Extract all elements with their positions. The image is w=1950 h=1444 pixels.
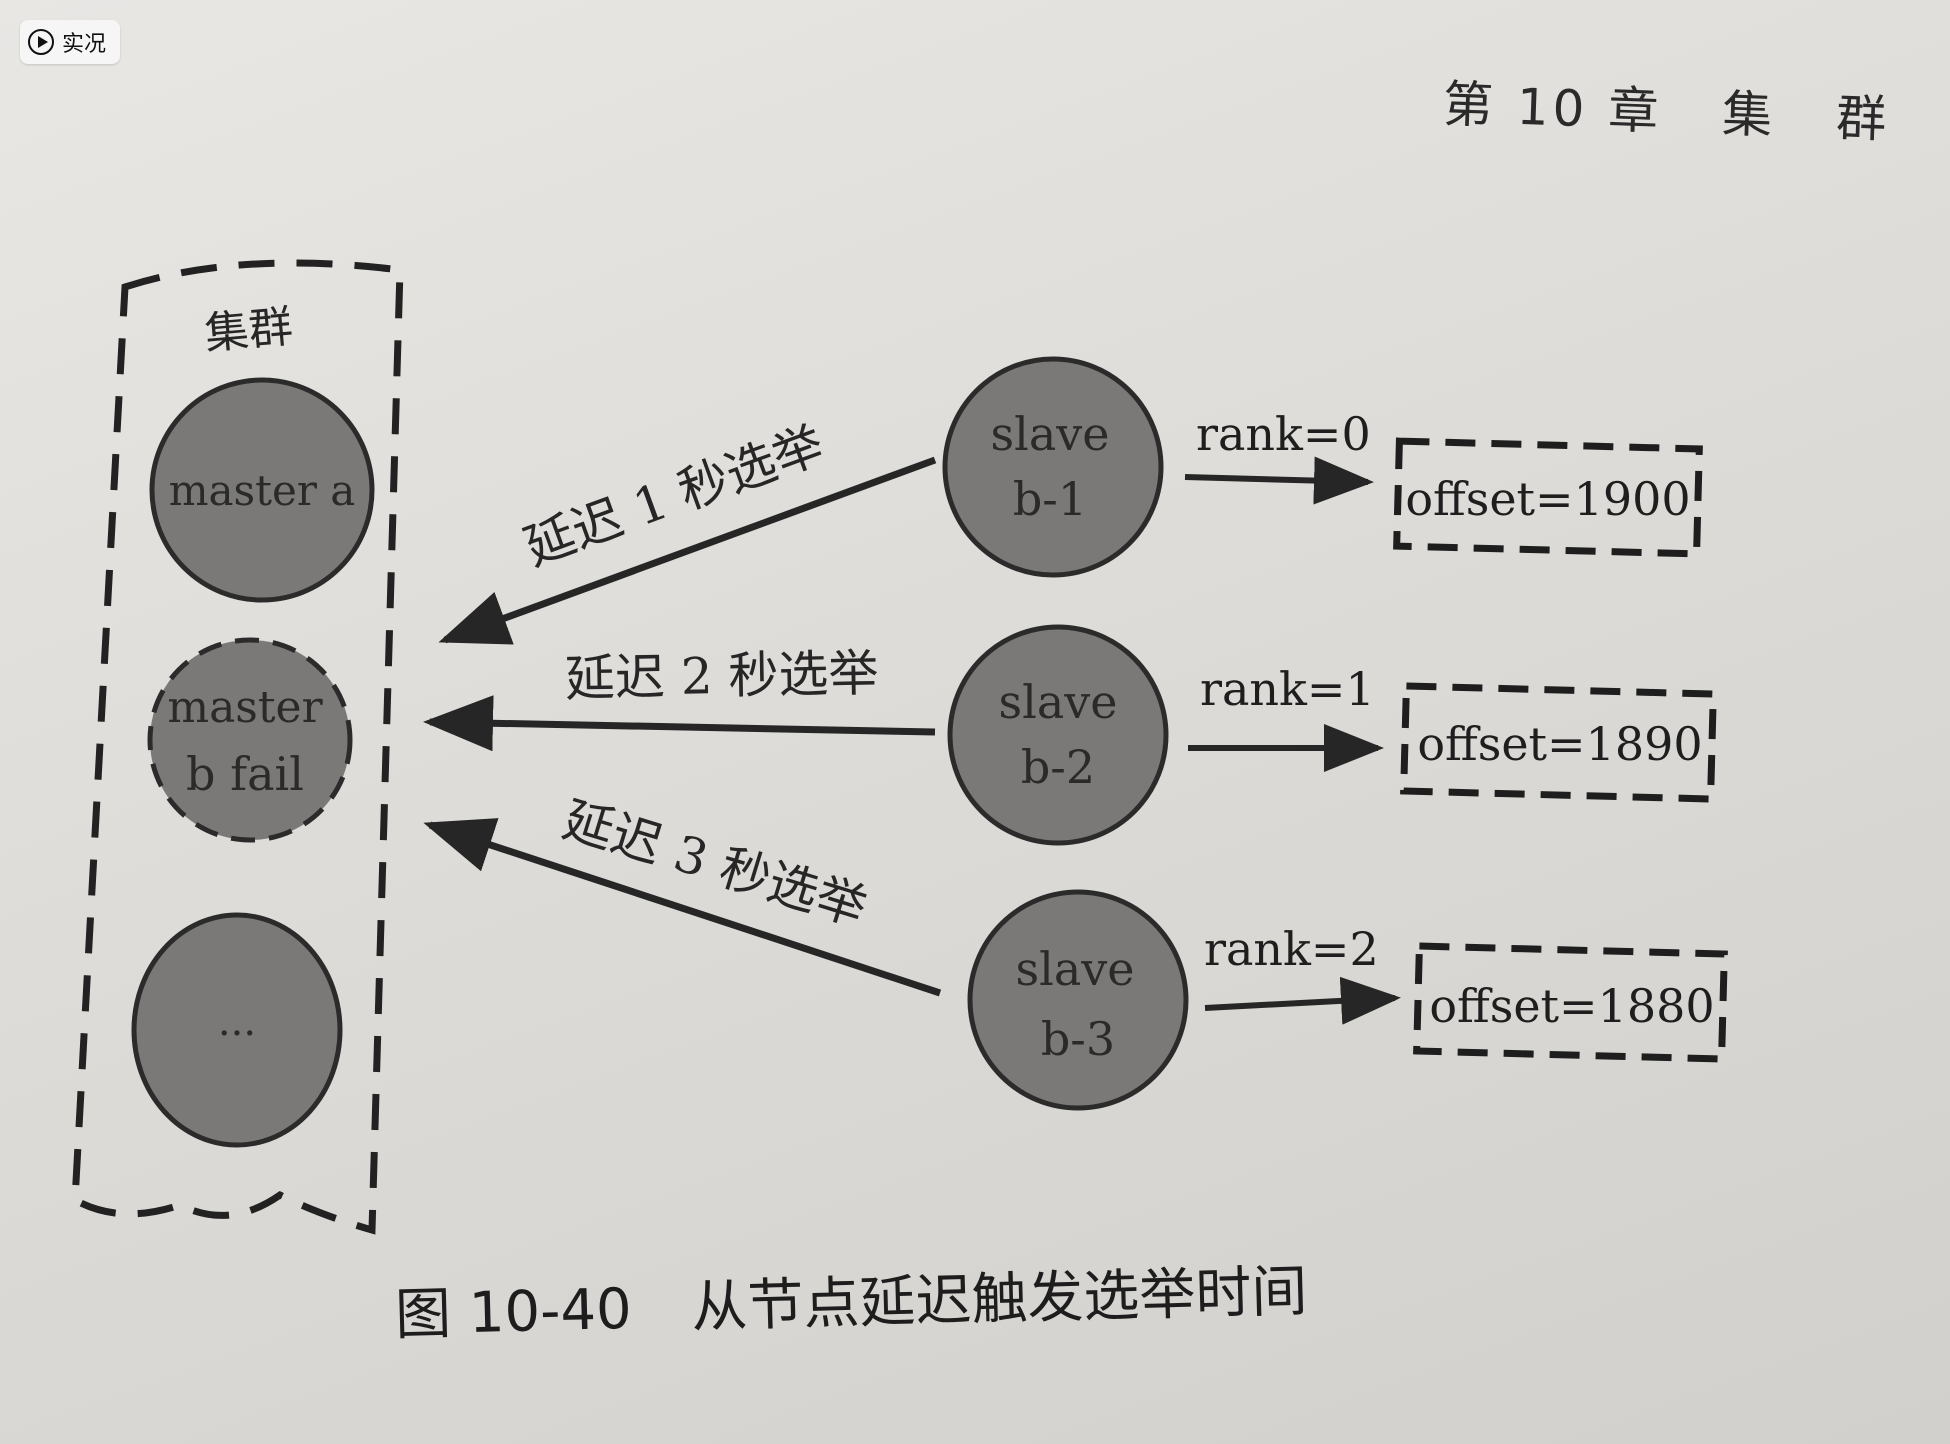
cluster-boundary: [71, 259, 404, 1235]
other-master-node: [131, 912, 343, 1148]
live-photo-label: 实况: [62, 32, 107, 57]
slave-b3-node: [967, 889, 1189, 1111]
slave-b1-rank: rank=0: [1196, 407, 1371, 461]
figure-title: 从节点延迟触发选举时间: [690, 1259, 1309, 1341]
slave-b3-label-line2: b-3: [1041, 1012, 1115, 1066]
offset-box-3: [1413, 942, 1728, 1063]
cluster-label: 集群: [203, 301, 295, 359]
slave-b3-label-line1: slave: [1016, 942, 1135, 996]
slave-b2-label-line1: slave: [999, 675, 1118, 729]
slave-b2-rank: rank=1: [1200, 662, 1375, 716]
delay-arrow-3: [423, 818, 942, 997]
rank-arrow-3: [1204, 976, 1401, 1025]
slave-b1-node: [942, 356, 1164, 578]
slave-b1-label-line1: slave: [991, 407, 1110, 461]
master-b-label-line2: b fail: [186, 747, 304, 801]
master-a-label: master a: [169, 466, 356, 515]
slave-b2-node: [947, 624, 1169, 846]
slave-b1-label-line2: b-1: [1013, 472, 1087, 526]
live-photo-icon: [28, 29, 54, 55]
slave-b2-label-line2: b-2: [1021, 740, 1095, 794]
delay-label-2: 延迟 2 秒选举: [564, 644, 879, 707]
delay-arrow-2: [423, 695, 936, 752]
slave-b3-rank: rank=2: [1204, 922, 1379, 976]
delay-arrow-1: [438, 456, 937, 645]
master-b-label-line1: master: [167, 682, 323, 733]
master-b-node: [147, 637, 353, 843]
rank-arrow-1: [1184, 456, 1374, 505]
offset-value-1: offset=1900: [1405, 472, 1690, 526]
live-photo-badge[interactable]: 实况: [20, 20, 121, 64]
master-a-node: [149, 377, 375, 603]
other-master-label: ...: [218, 999, 256, 1045]
offset-value-2: offset=1890: [1417, 717, 1702, 771]
offset-box-2: [1400, 682, 1717, 803]
figure-number: 图 10-40: [394, 1276, 633, 1348]
offset-value-3: offset=1880: [1429, 979, 1714, 1033]
offset-box-1: [1393, 437, 1703, 558]
